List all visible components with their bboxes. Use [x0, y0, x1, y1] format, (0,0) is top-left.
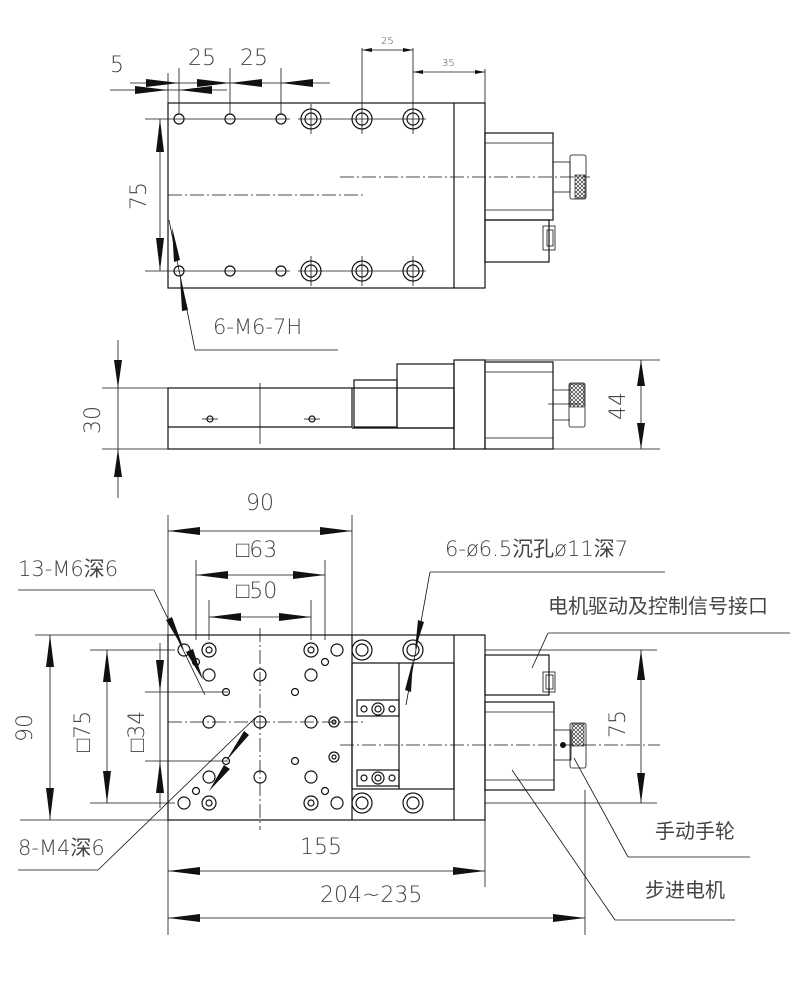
- dim-height-90: 90: [13, 714, 38, 742]
- callout-counterbored-holes: 6-ø6.5沉孔ø11深7: [445, 537, 628, 561]
- callout-m6-holes: 13-M6深6: [18, 557, 118, 581]
- dim-square-34: □34: [125, 711, 150, 752]
- top-view-body: [167, 102, 486, 289]
- top-view-driver-box: [484, 219, 550, 263]
- plan-view-handwheel: [569, 722, 587, 769]
- dim-pitch-1: 25: [188, 46, 216, 71]
- dim-length-155: 155: [300, 835, 342, 860]
- dim-square-63: □63: [236, 538, 277, 563]
- plan-view: 90 □63 □50 90 □75 □34 75: [13, 491, 790, 935]
- plan-view-counterbored-holes: [201, 639, 424, 814]
- plan-view-driver-box: [484, 654, 550, 696]
- top-view-tapped-holes: [170, 113, 290, 277]
- callout-tapped-holes: 6-M6-7H: [213, 315, 302, 339]
- dim-motor-75: 75: [606, 710, 631, 738]
- plan-view-m6-holes: [177, 643, 344, 810]
- callout-stepper-motor: 步进电机: [645, 878, 725, 902]
- dim-width-90: 90: [246, 491, 274, 516]
- dim-overall-length: 204~235: [320, 883, 422, 908]
- dim-pitch-2: 25: [240, 46, 268, 71]
- top-view-motor: [484, 132, 554, 221]
- dim-motor-height: 44: [606, 392, 631, 420]
- side-view-base: [167, 387, 455, 450]
- top-view: 5 25 25 25 35 75 6-M6-7H: [110, 36, 590, 351]
- side-view: 30 44: [81, 340, 660, 498]
- plan-view-motor: [484, 701, 555, 791]
- top-view-counterbored-holes: [298, 104, 426, 286]
- callout-handwheel: 手动手轮: [655, 819, 735, 843]
- dim-square-50: □50: [236, 579, 277, 604]
- dim-square-75: □75: [71, 711, 96, 752]
- callout-m4-holes: 8-M4深6: [18, 836, 105, 860]
- dim-edge-offset: 5: [110, 53, 124, 78]
- side-view-handwheel: [568, 382, 586, 428]
- side-view-motor: [484, 361, 554, 450]
- dim-stage-height: 30: [81, 406, 106, 434]
- callout-motor-interface: 电机驱动及控制信号接口: [548, 594, 768, 618]
- dim-counterbore-pitch: 25: [381, 36, 394, 47]
- dim-hole-spacing: 75: [127, 182, 152, 210]
- dim-motor-offset: 35: [442, 58, 455, 69]
